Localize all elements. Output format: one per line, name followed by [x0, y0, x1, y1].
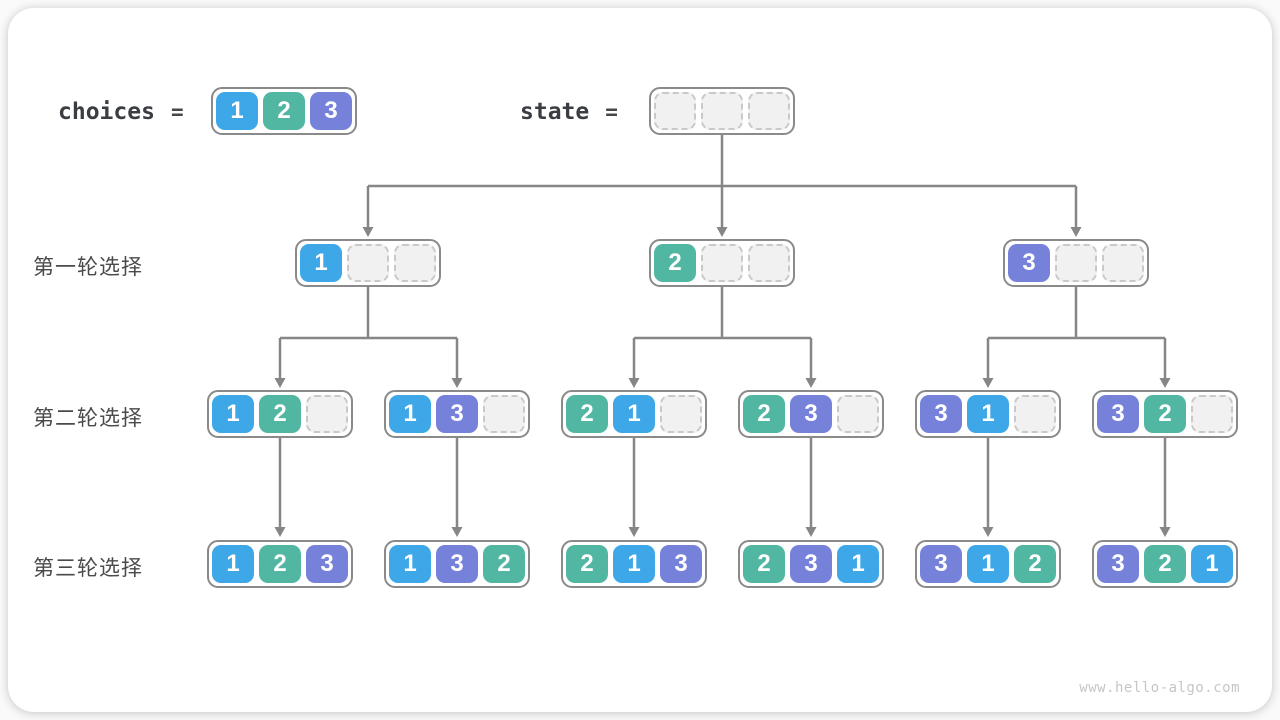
arrowhead-icon: [716, 227, 728, 237]
array-slot-value-1: 1: [837, 545, 879, 583]
array-slot-value-2: 2: [566, 545, 608, 583]
state-array-box: [649, 87, 795, 135]
array-slot-value-3: 3: [436, 395, 478, 433]
array-slot-value-1: 1: [613, 395, 655, 433]
tree-node-1-1: 1: [295, 239, 441, 287]
array-slot-value-1: 1: [212, 395, 254, 433]
array-slot-value-1: 1: [212, 545, 254, 583]
array-slot-empty: [1102, 244, 1144, 282]
array-slot-value-1: 1: [967, 545, 1009, 583]
array-slot-value-1: 1: [967, 395, 1009, 433]
array-slot-value-2: 2: [743, 545, 785, 583]
array-slot-value-3: 3: [920, 545, 962, 583]
arrowhead-icon: [805, 527, 817, 537]
arrowhead-icon: [1159, 527, 1171, 537]
arrowhead-icon: [274, 378, 286, 388]
array-slot-value-3: 3: [920, 395, 962, 433]
array-slot-value-3: 3: [790, 545, 832, 583]
arrowhead-icon: [274, 527, 286, 537]
array-slot-empty: [701, 92, 743, 130]
array-slot-value-2: 2: [566, 395, 608, 433]
state-equals-sign: =: [605, 100, 618, 124]
state-label: state =: [520, 87, 618, 137]
array-slot-empty: [654, 92, 696, 130]
array-slot-value-1: 1: [1191, 545, 1233, 583]
choices-label: choices =: [58, 87, 184, 137]
array-slot-value-1: 1: [216, 92, 258, 130]
arrowhead-icon: [1159, 378, 1171, 388]
tree-node-1-2: 2: [649, 239, 795, 287]
array-slot-empty: [1191, 395, 1233, 433]
array-slot-value-2: 2: [483, 545, 525, 583]
row-label-round-3: 第三轮选择: [33, 557, 143, 580]
tree-node-1-3: 3: [1003, 239, 1149, 287]
arrowhead-icon: [805, 378, 817, 388]
arrowhead-icon: [628, 527, 640, 537]
choices-equals-sign: =: [170, 100, 184, 124]
array-slot-value-3: 3: [436, 545, 478, 583]
array-slot-empty: [748, 92, 790, 130]
array-slot-value-1: 1: [389, 395, 431, 433]
arrowhead-icon: [982, 378, 994, 388]
array-slot-empty: [347, 244, 389, 282]
array-slot-value-2: 2: [743, 395, 785, 433]
array-slot-value-2: 2: [1014, 545, 1056, 583]
array-slot-empty: [1014, 395, 1056, 433]
arrowhead-icon: [451, 378, 463, 388]
array-slot-value-3: 3: [1008, 244, 1050, 282]
array-slot-value-2: 2: [263, 92, 305, 130]
array-slot-value-3: 3: [660, 545, 702, 583]
array-slot-empty: [837, 395, 879, 433]
array-slot-empty: [701, 244, 743, 282]
arrowhead-icon: [1070, 227, 1082, 237]
array-slot-value-3: 3: [1097, 395, 1139, 433]
array-slot-value-3: 3: [306, 545, 348, 583]
array-slot-value-3: 3: [1097, 545, 1139, 583]
array-slot-value-2: 2: [259, 395, 301, 433]
arrowhead-icon: [628, 378, 640, 388]
row-label-round-1: 第一轮选择: [33, 256, 143, 279]
watermark: www.hello-algo.com: [1079, 680, 1240, 696]
array-slot-value-2: 2: [1144, 545, 1186, 583]
array-slot-value-2: 2: [654, 244, 696, 282]
arrowhead-icon: [982, 527, 994, 537]
array-slot-value-2: 2: [259, 545, 301, 583]
array-slot-value-1: 1: [389, 545, 431, 583]
state-label-text: state: [520, 99, 590, 125]
array-slot-empty: [306, 395, 348, 433]
row-label-round-2: 第二轮选择: [33, 407, 143, 430]
arrowhead-icon: [362, 227, 374, 237]
choices-label-text: choices: [58, 99, 155, 125]
array-slot-value-2: 2: [1144, 395, 1186, 433]
array-slot-value-3: 3: [310, 92, 352, 130]
array-slot-empty: [394, 244, 436, 282]
array-slot-value-1: 1: [300, 244, 342, 282]
array-slot-value-3: 3: [790, 395, 832, 433]
arrowhead-icon: [451, 527, 463, 537]
array-slot-empty: [483, 395, 525, 433]
array-slot-empty: [660, 395, 702, 433]
array-slot-empty: [1055, 244, 1097, 282]
array-slot-empty: [748, 244, 790, 282]
array-slot-value-1: 1: [613, 545, 655, 583]
